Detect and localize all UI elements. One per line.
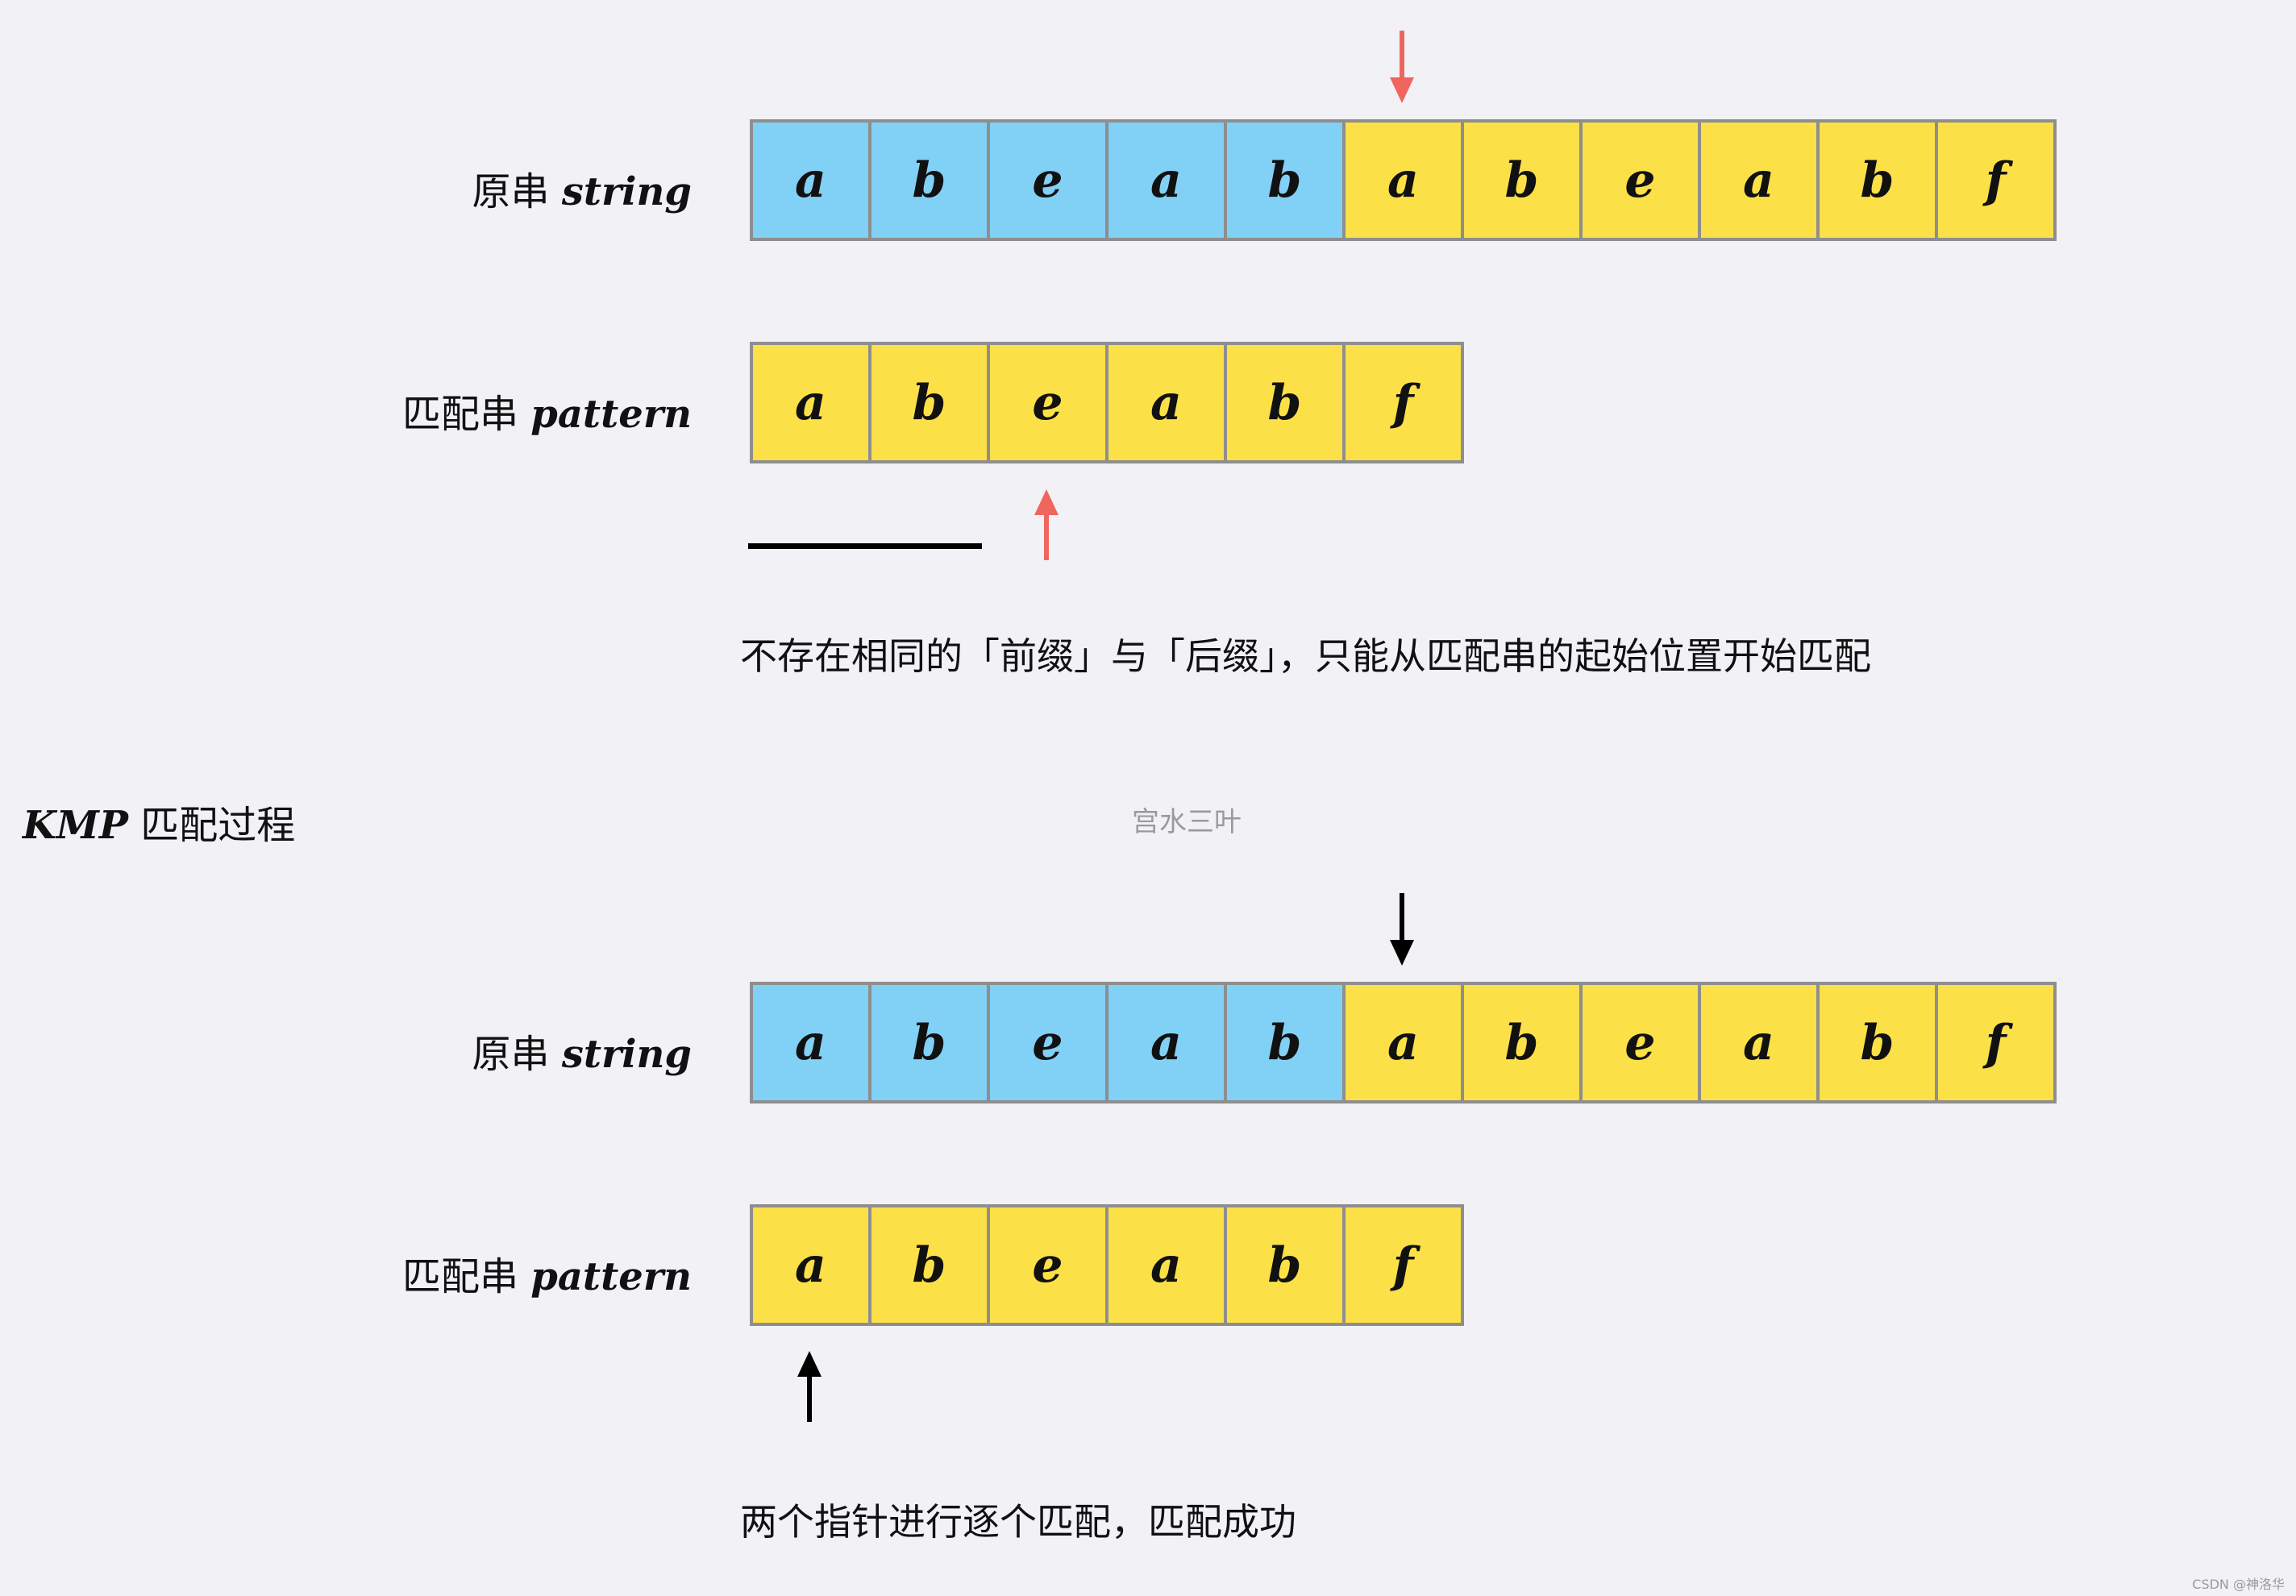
bottom-pattern-cell-0: a [750,1204,871,1326]
bottom-string-cell-7: e [1579,982,1701,1103]
bottom-string-cell-10: f [1935,982,2057,1103]
top-string-label-cn: 原串 [472,169,550,214]
bottom-pattern-cell-4: b [1224,1204,1346,1326]
top-pattern-cell-2: e [987,342,1108,463]
section-heading-cn: 匹配过程 [140,803,296,848]
arrow-head [1034,489,1059,515]
bottom-pattern-cell-5: f [1342,1204,1464,1326]
arrow-head [797,1351,821,1377]
top-string-cell-1: b [868,119,990,241]
bottom-caption: 两个指针进行逐个匹配，匹配成功 [740,1500,1296,1544]
section-heading: KMP 匹配过程 [23,793,295,850]
prefix-underline [748,543,982,549]
top-pattern-cell-0: a [750,342,871,463]
top-string-cell-3: a [1105,119,1227,241]
bottom-string-cell-6: b [1461,982,1583,1103]
top-string-pointer-arrow-icon [1390,31,1414,103]
bottom-string-cell-4: b [1224,982,1346,1103]
top-string-cell-8: a [1698,119,1820,241]
bottom-pattern-cell-1: b [868,1204,990,1326]
top-pattern-cell-4: b [1224,342,1346,463]
bottom-pattern-cell-2: e [987,1204,1108,1326]
credit-text: CSDN @神洛华 [2192,1577,2285,1592]
top-string-cell-10: f [1935,119,2057,241]
top-pattern-label-cn: 匹配串 [401,392,518,437]
bottom-string-label-en: string [561,1032,692,1077]
bottom-pattern-cell-3: a [1105,1204,1227,1326]
bottom-string-cell-2: e [987,982,1108,1103]
bottom-string-pointer-arrow-icon [1390,893,1414,966]
bottom-string-cell-5: a [1342,982,1464,1103]
bottom-pattern-label-en: pattern [530,1254,692,1299]
watermark: 宫水三叶 [1132,806,1242,838]
bottom-string-label: 原串 string [472,1022,692,1079]
top-string-cell-6: b [1461,119,1583,241]
bottom-string-cell-3: a [1105,982,1227,1103]
top-string-cell-7: e [1579,119,1701,241]
top-pattern-pointer-arrow-icon [1034,489,1059,560]
top-string-cell-0: a [750,119,871,241]
bottom-string-label-cn: 原串 [472,1032,550,1077]
top-pattern-cell-1: b [868,342,990,463]
bottom-string-cell-8: a [1698,982,1820,1103]
top-string-cell-2: e [987,119,1108,241]
bottom-pattern-label: 匹配串 pattern [402,1245,692,1301]
bottom-pattern-pointer-arrow-icon [797,1351,821,1422]
top-string-cell-9: b [1816,119,1938,241]
top-string-cell-4: b [1224,119,1346,241]
arrow-head [1390,940,1414,966]
arrow-head [1390,77,1414,103]
bottom-string-cell-1: b [868,982,990,1103]
top-string-label-en: string [561,169,692,214]
top-pattern-label: 匹配串 pattern [402,382,692,438]
top-pattern-label-en: pattern [530,392,692,437]
bottom-string-cell-9: b [1816,982,1938,1103]
section-heading-en: KMP [23,803,128,848]
top-pattern-cell-3: a [1105,342,1227,463]
bottom-pattern-label-cn: 匹配串 [401,1254,518,1299]
bottom-string-cell-0: a [750,982,871,1103]
top-pattern-cell-5: f [1342,342,1464,463]
top-string-label: 原串 string [472,160,692,216]
top-caption: 不存在相同的「前缀」与「后缀」，只能从匹配串的起始位置开始匹配 [740,634,1871,678]
top-string-cell-5: a [1342,119,1464,241]
